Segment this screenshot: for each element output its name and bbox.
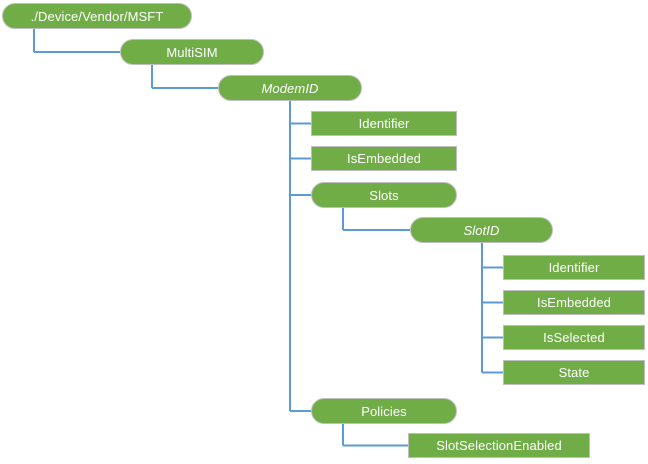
tree-node-label: SlotSelectionEnabled (436, 438, 562, 453)
tree-node-slot-state[interactable]: State (503, 360, 645, 385)
tree-node-label: Identifier (548, 260, 600, 275)
tree-node-slot-isembedded[interactable]: IsEmbedded (503, 290, 645, 315)
tree-node-label: ./Device/Vendor/MSFT (30, 8, 164, 24)
tree-node-label: SlotID (463, 222, 500, 238)
tree-node-multisim[interactable]: MultiSIM (120, 39, 264, 65)
tree-node-modem-identifier[interactable]: Identifier (311, 111, 457, 136)
tree-node-label: State (558, 365, 590, 380)
tree-node-modemid[interactable]: ModemID (218, 75, 362, 101)
tree-node-slotselectionenabled[interactable]: SlotSelectionEnabled (408, 433, 590, 458)
tree-node-label: MultiSIM (166, 44, 218, 60)
tree-node-label: ModemID (261, 80, 319, 96)
tree-node-modem-isembedded[interactable]: IsEmbedded (311, 146, 457, 171)
tree-node-label: Identifier (358, 116, 410, 131)
tree-node-label: Policies (361, 403, 407, 419)
tree-node-label: IsEmbedded (537, 295, 611, 310)
tree-node-label: Slots (369, 187, 399, 203)
tree-node-root[interactable]: ./Device/Vendor/MSFT (2, 3, 192, 29)
tree-node-slot-isselected[interactable]: IsSelected (503, 325, 645, 350)
tree-node-slotid[interactable]: SlotID (410, 217, 553, 243)
tree-node-label: IsSelected (543, 330, 605, 345)
tree-node-slot-identifier[interactable]: Identifier (503, 255, 645, 280)
tree-node-policies[interactable]: Policies (311, 398, 457, 424)
tree-node-label: IsEmbedded (347, 151, 421, 166)
tree-node-slots[interactable]: Slots (311, 182, 457, 208)
